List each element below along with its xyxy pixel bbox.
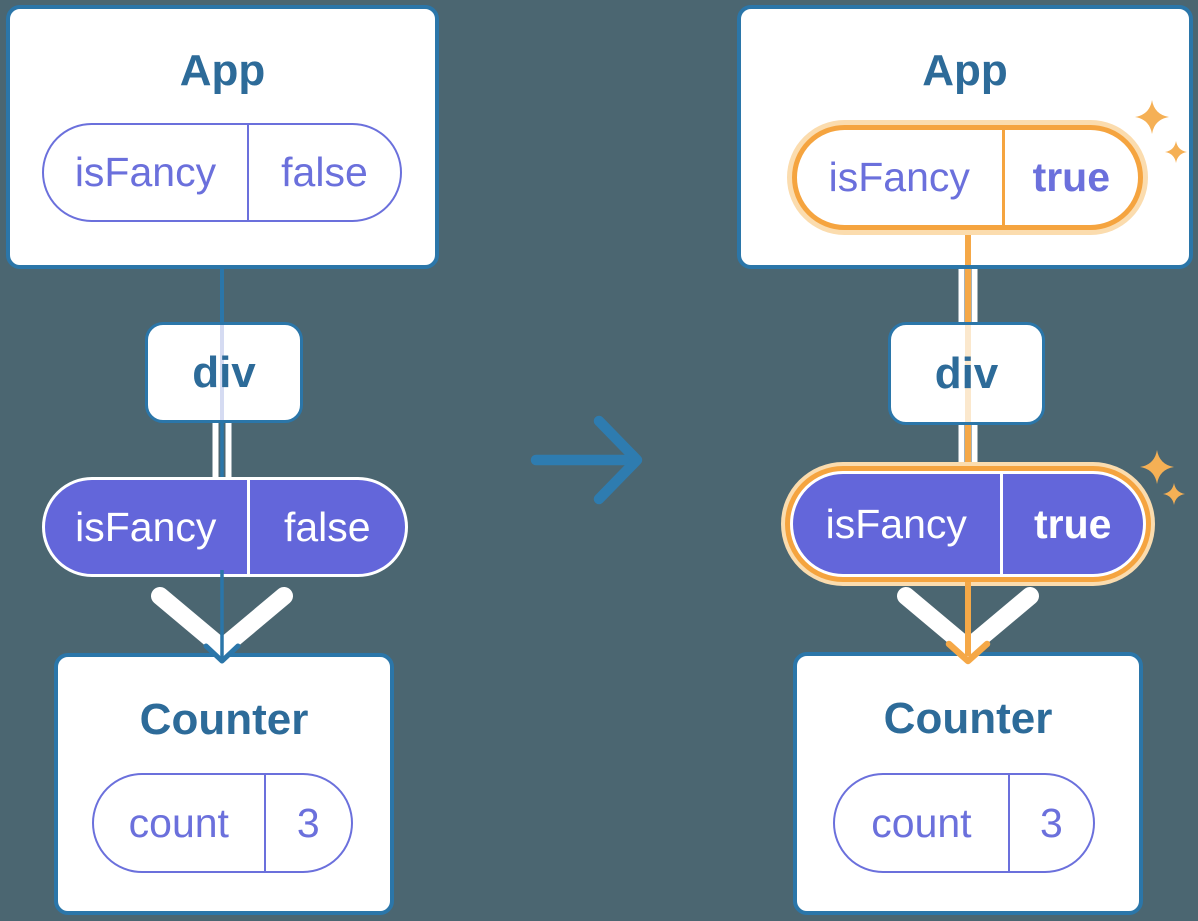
prop-name: isFancy	[44, 125, 249, 220]
down-chevron-before	[151, 587, 293, 657]
prop-value: true	[1034, 500, 1112, 547]
counter-component-card-before: Counter count 3	[54, 653, 394, 915]
state-pill-count: count 3	[92, 773, 353, 873]
prop-value: true	[1032, 154, 1111, 200]
prop-name: isFancy	[793, 474, 1003, 574]
state-name: count	[835, 775, 1010, 871]
down-chevron-after	[897, 587, 1039, 657]
state-value: 3	[1040, 799, 1063, 846]
passed-prop-pill-isfancy-false: isFancy false	[42, 477, 408, 577]
div-label: div	[934, 348, 999, 398]
faded-wire-through-div	[220, 325, 224, 420]
sparkle-icon	[1140, 450, 1174, 484]
passed-prop-pill-isfancy-true: isFancy true	[790, 471, 1146, 577]
div-label: div	[192, 347, 256, 397]
sparkle-icon	[1163, 483, 1185, 505]
state-name: count	[94, 775, 266, 871]
div-node-before: div	[145, 322, 303, 423]
state-pill-isfancy-false: isFancy false	[42, 123, 402, 222]
faded-orange-wire-through-div	[965, 325, 971, 422]
component-title: App	[922, 46, 1008, 95]
prop-name: isFancy	[45, 480, 250, 574]
prop-value: false	[283, 503, 371, 550]
component-title: App	[179, 46, 266, 95]
component-title: Counter	[139, 695, 309, 744]
component-title: Counter	[883, 694, 1053, 743]
counter-component-card-after: Counter count 3	[793, 652, 1143, 915]
div-node-after: div	[888, 322, 1045, 425]
state-pill-count: count 3	[833, 773, 1095, 873]
prop-name: isFancy	[797, 130, 1005, 225]
state-pill-isfancy-true: isFancy true	[792, 125, 1143, 230]
app-component-card-after: App isFancy true	[737, 5, 1193, 269]
right-arrow-icon	[530, 415, 643, 505]
orange-wire-inside-app-card	[965, 219, 971, 265]
app-component-card-before: App isFancy false	[6, 5, 439, 269]
prop-value: false	[281, 149, 368, 195]
state-value: 3	[296, 799, 320, 846]
